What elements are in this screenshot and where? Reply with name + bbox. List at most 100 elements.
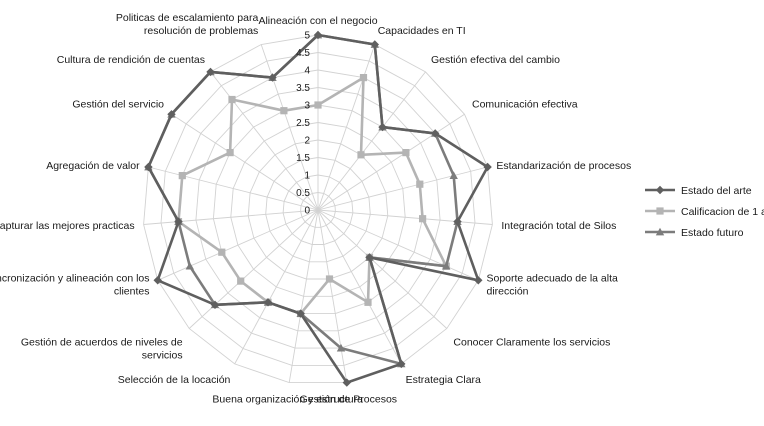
data-point [402,149,410,157]
data-point [263,298,273,307]
data-point [167,110,176,119]
grid-spoke [317,209,493,225]
data-point [314,101,322,109]
grid-spoke [288,209,319,383]
category-label: Capacidades en TI [378,25,466,37]
data-point [378,122,387,132]
tick-label: 1 [304,171,310,182]
data-point [268,73,277,82]
legend-entry: Estado futuro [645,227,744,239]
category-label: Gestión efectiva del cambio [431,54,560,66]
grid-spoke [260,44,319,211]
data-point [226,149,234,157]
category-label: Cultura de rendición de cuentas [57,54,205,66]
grid-ring [282,174,354,245]
data-point [416,180,424,188]
data-point [174,217,183,226]
legend-marker [655,185,665,195]
grid-spoke [210,71,319,211]
series-estado-del-arte [144,30,492,387]
tick-label: 2 [304,136,310,147]
data-point [431,129,440,138]
grid-spoke [317,44,376,211]
category-label: Agregación de valor [46,160,140,172]
category-label: Buena organización y estructura [212,394,363,406]
data-point [483,162,492,172]
category-label: Selección de la locación [118,374,231,386]
grid-spoke [143,209,319,225]
category-label: Integración total de Silos [501,220,616,232]
grid-spoke [188,209,319,329]
category-label: Gestión del servicio [72,98,164,110]
category-label: Alineación con el negocio [258,15,377,27]
legend-entry: Estado del arte [645,185,752,197]
data-point [342,378,351,387]
data-point [185,262,194,270]
category-label: Estandarización de procesos [496,160,631,172]
grid-spoke [148,166,319,211]
category-label: Conocer Claramente los servicios [453,337,610,349]
series-calificacion-de-1-a-5 [174,74,450,318]
tick-label: 5 [304,31,310,42]
data-point [449,171,458,179]
grid-spoke [157,209,319,281]
data-point [325,275,334,283]
grid-spoke [317,209,402,365]
grid-spoke [171,113,319,211]
data-point [397,359,406,369]
data-point [218,248,226,256]
legend-label: Calificacion de 1 a 5 [681,206,764,218]
legend-entry: Calificacion de 1 a 5 [645,206,764,218]
data-point [153,276,162,285]
category-label: Comunicación efectiva [472,98,578,110]
tick-label: 0 [304,206,310,217]
tick-label: 1.5 [296,153,310,164]
tick-label: 3.5 [296,83,310,94]
data-point [419,215,427,223]
tick-label: 4.5 [296,48,310,59]
data-point [453,217,462,226]
data-point [336,343,346,352]
data-point [359,74,368,82]
data-point [178,172,186,180]
data-point [364,298,372,306]
tick-label: 3 [304,101,310,112]
data-point [365,253,374,262]
series-line [147,33,489,384]
legend-label: Estado del arte [681,185,752,197]
data-point [144,162,153,172]
series-layer [144,30,492,387]
data-point [370,40,379,49]
grid-ring [300,192,336,228]
data-point [280,107,288,115]
grid-spoke [317,113,465,211]
series-line [177,76,448,315]
tick-label: 0.5 [296,188,310,199]
data-point [442,262,451,270]
tick-label: 2.5 [296,118,310,129]
legend-label: Estado futuro [681,227,744,239]
grid-spoke [317,209,479,281]
category-label: Gestión de Procesos [300,394,397,406]
grid-ring [195,87,441,332]
data-point [210,300,220,309]
tick-label: 4 [304,66,310,77]
grid-ring [265,157,371,263]
grid-ring [230,122,406,297]
tick-labels: 0 0.5 1 1.5 2 2.5 3 3.5 4 4.5 5 [296,31,310,217]
data-point [206,67,215,77]
grid-ring [160,52,476,366]
grid-spoke [317,71,426,211]
legend-marker [656,207,664,215]
grid-spoke [317,166,488,211]
data-point [357,151,365,159]
grid-spoke [317,209,448,329]
